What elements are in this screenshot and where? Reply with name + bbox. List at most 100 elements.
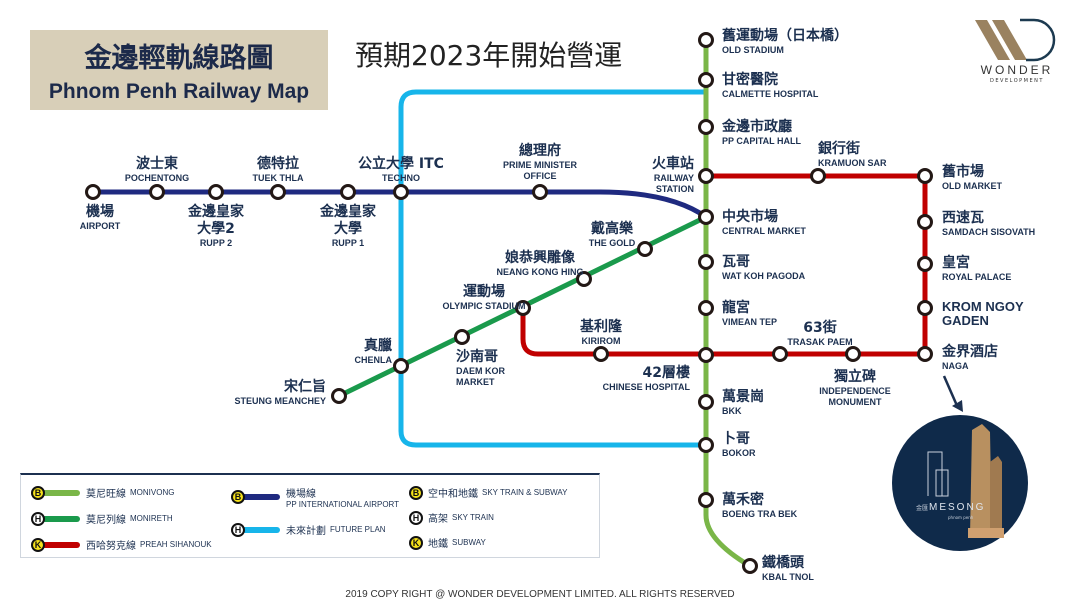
station-marker[interactable] (698, 437, 714, 453)
station-marker[interactable] (331, 388, 347, 404)
mesong-tower-image (968, 424, 1004, 538)
station-pmoffice[interactable] (532, 184, 548, 200)
station-name-en: STEUNG MEANCHEY (234, 396, 326, 406)
station-chinese[interactable] (698, 347, 714, 363)
station-rupp2[interactable] (208, 184, 224, 200)
station-marker[interactable] (917, 214, 933, 230)
station-marker[interactable] (810, 168, 826, 184)
station-marker[interactable] (576, 271, 592, 287)
mesong-promo[interactable]: 金匯 MESONG phnom penh (892, 415, 1028, 551)
legend-label-zh: 莫尼列線 (86, 515, 126, 526)
station-marker[interactable] (532, 184, 548, 200)
station-naga[interactable] (917, 346, 933, 362)
station-name-en: NAGA (942, 361, 969, 371)
legend-label-zh: 莫尼旺線 (86, 489, 126, 500)
station-central[interactable] (698, 209, 714, 225)
station-sisovath[interactable] (917, 214, 933, 230)
station-independence[interactable] (845, 346, 861, 362)
station-bkk[interactable] (698, 394, 714, 410)
station-name-en: SAMDACH SISOVATH (942, 227, 1035, 237)
station-marker[interactable] (393, 358, 409, 374)
station-marker[interactable] (917, 346, 933, 362)
station-daemkor[interactable] (454, 329, 470, 345)
station-marker[interactable] (698, 168, 714, 184)
station-marker[interactable] (698, 492, 714, 508)
station-marker[interactable] (208, 184, 224, 200)
station-marker[interactable] (593, 346, 609, 362)
station-oldmarket[interactable] (917, 168, 933, 184)
legend-label-en: FUTURE PLAN (330, 525, 386, 534)
promo-brand-zh: 金匯 (916, 504, 928, 512)
station-airport[interactable] (85, 184, 101, 200)
station-marker[interactable] (698, 254, 714, 270)
station-watkoh[interactable] (698, 254, 714, 270)
station-tuekthla[interactable] (270, 184, 286, 200)
station-nkh[interactable] (576, 271, 592, 287)
preah-sihanouk-line (520, 173, 928, 357)
station-kirirom[interactable] (593, 346, 609, 362)
station-marker[interactable] (149, 184, 165, 200)
legend-label-en: PREAH SIHANOUK (140, 540, 212, 549)
station-olympic[interactable] (515, 300, 531, 316)
station-name-zh: 總理府 (519, 142, 561, 159)
station-oldstadium[interactable] (698, 32, 714, 48)
legend-label-zh: 西哈努克線 (86, 541, 136, 552)
station-kromngoy[interactable] (917, 300, 933, 316)
station-marker[interactable] (698, 72, 714, 88)
future-plan-line (398, 89, 706, 448)
station-marker[interactable] (845, 346, 861, 362)
station-kramuon[interactable] (810, 168, 826, 184)
station-marker[interactable] (742, 558, 758, 574)
station-marker[interactable] (917, 300, 933, 316)
station-marker[interactable] (698, 32, 714, 48)
logo-subtext: DEVELOPMENT (990, 78, 1044, 84)
airport-line (93, 189, 708, 220)
station-name-zh: 宋仁旨 (283, 378, 326, 395)
legend-label-zh: 地鐵 (428, 539, 448, 550)
station-marker[interactable] (393, 184, 409, 200)
station-name-zh: 娘恭興雕像 (505, 249, 576, 266)
station-calmette[interactable] (698, 72, 714, 88)
station-marker[interactable] (917, 168, 933, 184)
station-marker[interactable] (772, 346, 788, 362)
station-gold[interactable] (637, 241, 653, 257)
station-pochentong[interactable] (149, 184, 165, 200)
station-name-en: VIMEAN TEP (722, 317, 777, 327)
station-marker[interactable] (85, 184, 101, 200)
station-bokor[interactable] (698, 437, 714, 453)
line-badge-icon: H (31, 511, 45, 526)
station-marker[interactable] (698, 394, 714, 410)
station-techno[interactable] (393, 184, 409, 200)
station-trasak[interactable] (772, 346, 788, 362)
station-name-en: TUEK THLA (253, 173, 304, 183)
station-name-en: ROYAL PALACE (942, 272, 1011, 282)
station-kbal[interactable] (742, 558, 758, 574)
station-name-zh: 德特拉 (257, 155, 299, 172)
station-name-en: CENTRAL MARKET (722, 226, 806, 236)
station-name-zh: 波士東 (136, 155, 178, 172)
station-royal[interactable] (917, 256, 933, 272)
station-rupp1[interactable] (340, 184, 356, 200)
station-marker[interactable] (698, 209, 714, 225)
station-marker[interactable] (698, 347, 714, 363)
station-name-en: DAEM KOR (456, 366, 505, 376)
station-marker[interactable] (515, 300, 531, 316)
station-marker[interactable] (917, 256, 933, 272)
station-marker[interactable] (698, 119, 714, 135)
station-marker[interactable] (270, 184, 286, 200)
station-vimean[interactable] (698, 300, 714, 316)
station-marker[interactable] (340, 184, 356, 200)
station-marker[interactable] (637, 241, 653, 257)
station-marker[interactable] (454, 329, 470, 345)
station-boeng[interactable] (698, 492, 714, 508)
station-marker[interactable] (698, 300, 714, 316)
station-railway[interactable] (698, 168, 714, 184)
station-capitalhall[interactable] (698, 119, 714, 135)
line-badge-icon: B (31, 485, 45, 500)
station-chenla[interactable] (393, 358, 409, 374)
station-steung[interactable] (331, 388, 347, 404)
